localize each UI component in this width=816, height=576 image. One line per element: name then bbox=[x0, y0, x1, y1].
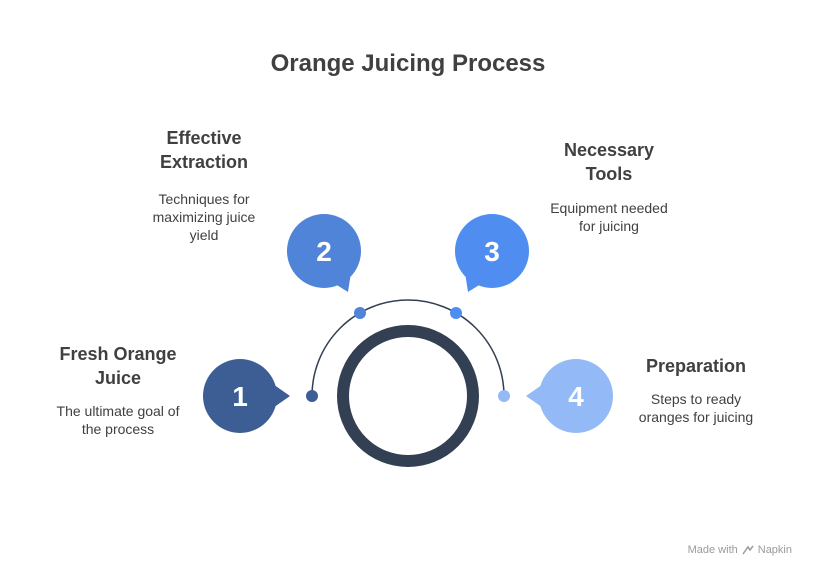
step2-number: 2 bbox=[316, 236, 332, 267]
step2-desc-line2: maximizing juice bbox=[152, 209, 256, 225]
napkin-footer[interactable]: Made with Napkin bbox=[688, 544, 792, 556]
step1-title: Fresh Orange Juice bbox=[38, 342, 198, 390]
step4-number: 4 bbox=[568, 381, 584, 412]
step1-number: 1 bbox=[232, 381, 248, 412]
diagram-title: Orange Juicing Process bbox=[270, 50, 546, 77]
step3-dot bbox=[450, 307, 462, 319]
step4-desc-line1: Steps to ready bbox=[650, 391, 742, 407]
connector-arc bbox=[311, 299, 505, 397]
step4-dot bbox=[498, 390, 510, 402]
step4-title: Preparation bbox=[616, 354, 776, 378]
step4-desc-line2: oranges for juicing bbox=[638, 409, 754, 425]
step4-bubble: 4 bbox=[526, 359, 613, 433]
step3-number: 3 bbox=[484, 236, 500, 267]
step2-title: Effective Extraction bbox=[124, 126, 284, 174]
step1-title-line2: Juice bbox=[94, 368, 142, 388]
step2-title-line1: Effective bbox=[166, 128, 242, 148]
step1-description: The ultimate goal of the process bbox=[38, 402, 198, 438]
step1-dot bbox=[306, 390, 318, 402]
step3-desc-line1: Equipment needed bbox=[550, 200, 668, 216]
step2-dot bbox=[354, 307, 366, 319]
step3-description: Equipment needed for juicing bbox=[529, 199, 689, 235]
step2-desc-line3: yield bbox=[189, 227, 219, 243]
step3-desc-line2: for juicing bbox=[579, 218, 639, 234]
step2-desc-line1: Techniques for bbox=[158, 191, 250, 207]
footer-made-with: Made with bbox=[687, 544, 738, 556]
central-ring bbox=[337, 325, 479, 467]
footer-brand: Napkin bbox=[757, 544, 792, 556]
step3-bubble: 3 bbox=[455, 214, 529, 292]
step1-bubble: 1 bbox=[203, 359, 290, 433]
step4-description: Steps to ready oranges for juicing bbox=[616, 390, 776, 426]
step3-title-line1: Necessary bbox=[563, 140, 655, 160]
step3-title: Necessary Tools bbox=[529, 138, 689, 186]
step1-desc-line1: The ultimate goal of bbox=[56, 403, 180, 419]
step1-title-line1: Fresh Orange bbox=[59, 344, 177, 364]
step3-title-line2: Tools bbox=[585, 164, 633, 184]
step4-title-line1: Preparation bbox=[645, 356, 747, 376]
step1-desc-line2: the process bbox=[81, 421, 155, 437]
step2-bubble: 2 bbox=[287, 214, 361, 292]
napkin-logo-icon bbox=[742, 545, 754, 555]
step2-description: Techniques for maximizing juice yield bbox=[124, 190, 284, 244]
step2-title-line2: Extraction bbox=[159, 152, 249, 172]
